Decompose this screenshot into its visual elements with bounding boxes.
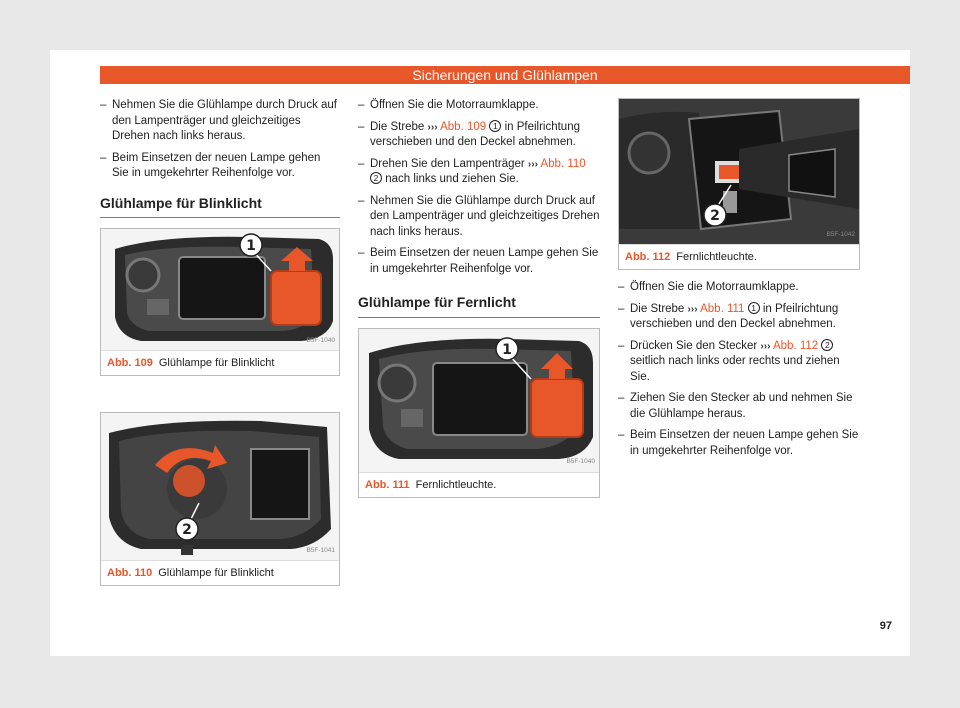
figure-caption: Abb. 110 Glühlampe für Blinklicht: [101, 560, 339, 587]
headlight-illustration: 2 B5F-1042: [619, 99, 859, 244]
section-title-fernlicht: Glühlampe für Fernlicht: [358, 294, 600, 318]
step-text: Die Strebe: [630, 302, 685, 315]
figure-link-112[interactable]: Abb. 112: [772, 339, 819, 352]
step-item: Öffnen Sie die Motorraumklappe.: [618, 280, 860, 296]
figure-code: B5F-1040: [566, 458, 595, 465]
column-3: 2 B5F-1042 Abb. 112 Fernlichtleuchte. Öff…: [618, 98, 860, 465]
figure-112: 2 B5F-1042 Abb. 112 Fernlichtleuchte.: [618, 98, 860, 270]
step-item: Öffnen Sie die Motorraumklappe.: [358, 98, 600, 114]
page-number: 97: [879, 620, 892, 632]
figure-caption-text: Fernlichtleuchte.: [415, 478, 497, 491]
figure-label: Abb. 109: [107, 357, 153, 369]
step-text: Drücken Sie den Stecker: [630, 339, 758, 352]
figure-code: B5F-1042: [826, 230, 855, 238]
step-list: Öffnen Sie die Motorraumklappe. Die Stre…: [618, 280, 860, 459]
callout-number-badge: 2: [370, 172, 382, 184]
figure-109: 1 B5F-1040 Abb. 109 Glühlampe für Blinkli…: [100, 228, 340, 376]
ref-arrows: ›››: [687, 303, 698, 315]
step-item: Drücken Sie den Stecker ››› Abb. 112 2 s…: [618, 338, 860, 386]
figure-caption: Abb. 109 Glühlampe für Blinklicht: [101, 350, 339, 377]
step-text: Die Strebe: [370, 120, 425, 133]
figure-110: 2 B5F-1041 Abb. 110 Glühlampe für Blinkli…: [100, 412, 340, 586]
callout-number-badge: 1: [489, 119, 502, 132]
callout-number-badge: 2: [821, 338, 834, 351]
figure-label: Abb. 111: [365, 478, 410, 491]
step-item: Beim Einsetzen der neuen Lampe gehen Sie…: [100, 151, 340, 182]
step-item: Ziehen Sie den Stecker ab und nehmen Sie…: [618, 391, 860, 422]
figure-link-111[interactable]: Abb. 111: [700, 302, 745, 315]
figure-link-109[interactable]: Abb. 109: [440, 120, 487, 133]
figure-caption-text: Glühlampe für Blinklicht: [158, 567, 274, 579]
figure-caption: Abb. 111 Fernlichtleuchte.: [359, 471, 599, 499]
step-list: Öffnen Sie die Motorraumklappe. Die Stre…: [358, 98, 600, 277]
step-item: Nehmen Sie die Glühlampe durch Druck auf…: [358, 194, 600, 241]
step-text: in Pfeilrichtung verschieben und den Dec…: [630, 302, 839, 331]
step-text: seitlich nach links oder rechts und zieh…: [630, 355, 840, 383]
step-text: in Pfeilrichtung verschieben und den Dec…: [370, 120, 580, 149]
step-list: Nehmen Sie die Glühlampe durch Druck auf…: [100, 98, 340, 182]
step-item: Beim Einsetzen der neuen Lampe gehen Sie…: [358, 246, 600, 277]
step-item: Drehen Sie den Lampenträger ››› Abb. 110…: [358, 157, 600, 188]
svg-text:1: 1: [502, 342, 512, 358]
chapter-header: Sicherungen und Glühlampen: [100, 66, 910, 84]
svg-text:2: 2: [710, 208, 720, 224]
column-2: Öffnen Sie die Motorraumklappe. Die Stre…: [358, 98, 600, 498]
figure-code: B5F-1041: [306, 546, 335, 554]
figure-label: Abb. 112: [625, 251, 671, 263]
callout-number-badge: 1: [747, 301, 760, 314]
figure-code: B5F-1040: [306, 336, 335, 344]
step-item: Nehmen Sie die Glühlampe durch Druck auf…: [100, 98, 340, 145]
figure-label: Abb. 110: [107, 567, 153, 579]
ref-arrows: ›››: [760, 340, 771, 352]
ref-arrows: ›››: [427, 121, 438, 133]
headlight-illustration: 1 B5F-1040: [101, 229, 339, 350]
svg-text:2: 2: [182, 522, 192, 538]
step-text: Drehen Sie den Lampenträger: [370, 157, 525, 170]
step-item: Die Strebe ››› Abb. 111 1 in Pfeilrichtu…: [618, 301, 860, 333]
manual-page: Sicherungen und Glühlampen Nehmen Sie di…: [50, 50, 910, 656]
step-text: nach links und ziehen Sie.: [385, 173, 519, 185]
figure-caption: Abb. 112 Fernlichtleuchte.: [619, 244, 859, 271]
step-item: Die Strebe ››› Abb. 109 1 in Pfeilrichtu…: [358, 119, 600, 151]
figure-caption-text: Glühlampe für Blinklicht: [158, 357, 275, 369]
figure-link-110[interactable]: Abb. 110: [540, 157, 586, 170]
section-title-blinklicht: Glühlampe für Blinklicht: [100, 195, 340, 218]
headlight-illustration: 1 B5F-1040: [359, 328, 599, 472]
ref-arrows: ›››: [527, 158, 538, 170]
step-item: Beim Einsetzen der neuen Lampe gehen Sie…: [618, 428, 860, 459]
svg-text:1: 1: [246, 238, 256, 254]
figure-111: 1 B5F-1040 Abb. 111 Fernlichtleuchte.: [358, 327, 600, 499]
column-1: Nehmen Sie die Glühlampe durch Druck auf…: [100, 98, 340, 586]
figure-caption-text: Fernlichtleuchte.: [676, 251, 757, 263]
headlight-illustration: 2 B5F-1041: [101, 413, 339, 560]
